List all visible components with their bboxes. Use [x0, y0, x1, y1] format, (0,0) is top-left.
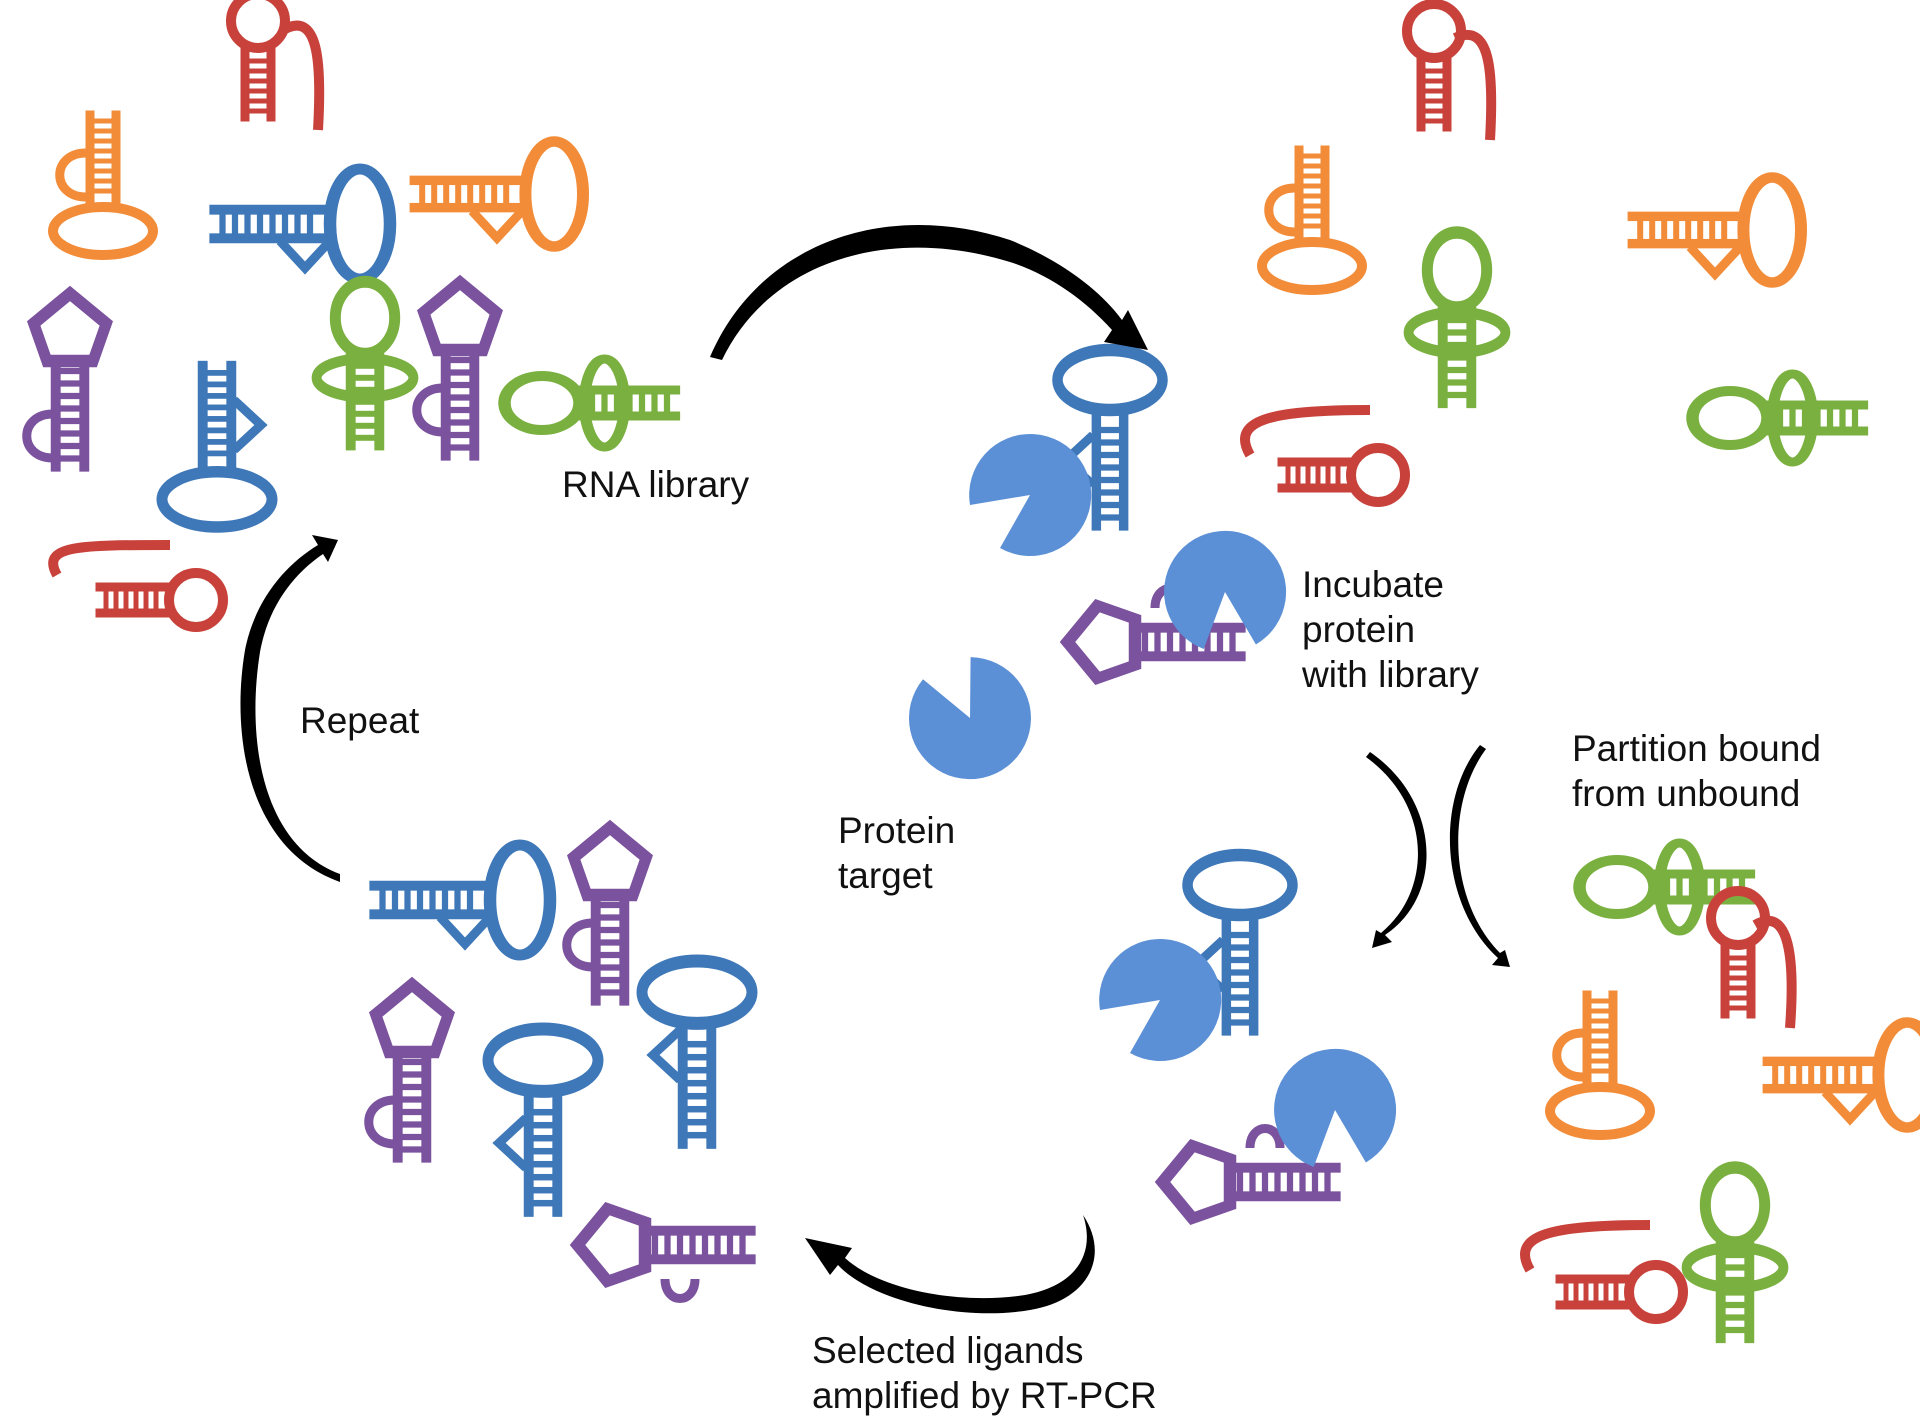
- unbound-cluster-bottom: [1520, 843, 1920, 1343]
- incubate-label: Incubate protein with library: [1302, 562, 1479, 697]
- hairpin-ellipse-icon: [1763, 1023, 1920, 1128]
- hairpin-ellipse-icon: [162, 361, 272, 527]
- protein-target-icon: [969, 433, 1092, 556]
- hairpin-pentagon-icon: [417, 283, 497, 461]
- hairpin-ellipse-icon: [1550, 991, 1650, 1135]
- protein-target-label-line1: Protein: [838, 810, 956, 851]
- hairpin-ring-icon: [1580, 843, 1755, 931]
- cycle-arrow-icon: [710, 224, 1148, 360]
- cycle-arrow-icon: [1449, 745, 1510, 967]
- hairpin-pentagon-icon: [578, 1209, 756, 1299]
- partition-label: Partition bound from unbound: [1572, 726, 1821, 816]
- hairpin-circle-icon: [231, 0, 285, 121]
- hairpin-ellipse-icon: [642, 961, 752, 1148]
- protein-target-label-line2: target: [838, 855, 933, 896]
- cycle-arrow-icon: [805, 1215, 1095, 1314]
- selected-ligands-label-line2: amplified by RT-PCR: [812, 1375, 1157, 1416]
- repeat-label: Repeat: [300, 700, 420, 741]
- binding-complex-top: [899, 350, 1309, 789]
- protein-target-label: Protein target: [838, 808, 955, 898]
- hairpin-ellipse-icon: [1628, 178, 1801, 283]
- hairpin-ellipse-icon: [488, 1029, 598, 1216]
- incubate-label-line3: with library: [1302, 654, 1479, 695]
- incubate-label-line1: Incubate: [1302, 564, 1444, 605]
- selected-ligands-label: Selected ligands amplified by RT-PCR: [812, 1328, 1157, 1418]
- hairpin-circle-icon: [96, 573, 223, 627]
- hairpin-circle-icon: [1278, 448, 1405, 502]
- rna-library-cluster: [27, 0, 680, 627]
- hairpin-ellipse-icon: [410, 142, 583, 247]
- hairpin-ring-icon: [505, 359, 680, 447]
- hairpin-circle-icon: [1711, 891, 1765, 1018]
- hairpin-ring-icon: [1409, 233, 1506, 408]
- protein-target-icon: [1141, 508, 1309, 676]
- selected-ligands-label-line1: Selected ligands: [812, 1330, 1084, 1371]
- rna-library-label: RNA library: [562, 464, 750, 505]
- hairpin-ring-icon: [1693, 374, 1868, 462]
- unbound-cluster-top: [1240, 4, 1868, 502]
- hairpin-circle-icon: [1556, 1265, 1683, 1319]
- hairpin-pentagon-icon: [27, 294, 107, 472]
- hairpin-pentagon-icon: [369, 985, 449, 1163]
- hairpin-ellipse-icon: [370, 845, 550, 955]
- hairpin-ellipse-icon: [210, 169, 390, 279]
- cycle-arrow-icon: [240, 535, 340, 882]
- cycle-arrow-icon: [1366, 752, 1427, 948]
- hairpin-circle-icon: [1407, 4, 1461, 131]
- hairpin-ellipse-icon: [53, 111, 153, 255]
- protein-target-icon: [899, 647, 1041, 789]
- incubate-label-line2: protein: [1302, 609, 1416, 650]
- hairpin-pentagon-icon: [567, 828, 647, 1006]
- binding-complex-bottom: [1099, 855, 1419, 1218]
- cycle-arrows: [240, 224, 1510, 1314]
- hairpin-ellipse-icon: [1262, 146, 1362, 290]
- partition-label-line2: from unbound: [1572, 773, 1801, 814]
- partition-label-line1: Partition bound: [1572, 728, 1821, 769]
- protein-target-icon: [1099, 938, 1222, 1061]
- hairpin-ring-icon: [1687, 1168, 1784, 1343]
- hairpin-ring-icon: [317, 282, 414, 450]
- selected-ligands-cluster: [369, 828, 755, 1299]
